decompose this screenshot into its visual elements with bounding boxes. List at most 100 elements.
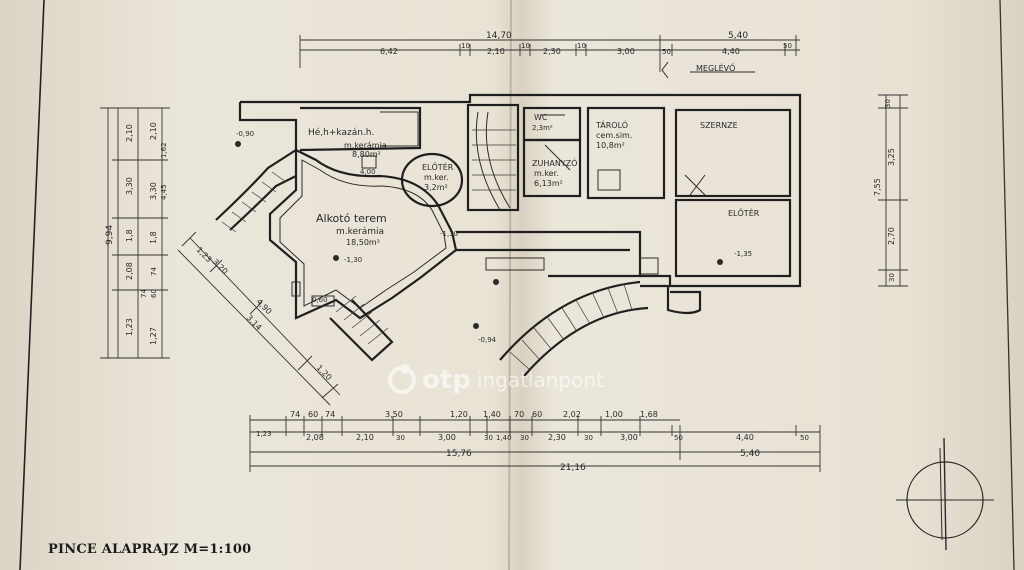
dim-left-inner: 74 [150, 267, 158, 276]
room-wc-name: WC [534, 113, 548, 122]
right-dimension-lines [878, 94, 908, 287]
room-shower-floor: m.ker. [534, 169, 559, 178]
dim-right: 3,25 [887, 148, 896, 166]
dim-left-outer: 1,8 [125, 229, 134, 242]
dim-left-outer: 2,08 [125, 262, 134, 280]
paper-fold [508, 0, 512, 570]
dim-bottom-1: 70 [514, 410, 524, 419]
bottom-dimension-ticks [285, 416, 797, 436]
room-existing-lobby-name: ELŐTÉR [728, 207, 760, 218]
room-boiler-area: 8,80m² [352, 150, 381, 159]
dim-bottom-2: 3,00 [620, 433, 638, 442]
building-walls [215, 93, 802, 377]
level-hall: -1,30 [344, 256, 362, 264]
level-mark [235, 141, 241, 147]
frame-line-left [19, 0, 45, 570]
level-mark [333, 255, 339, 261]
room-wc-area: 2,3m² [532, 124, 553, 132]
dim-bottom-2: 30 [584, 434, 593, 442]
room-hall-area: 18,50m² [346, 238, 380, 247]
north-arrow-icon [896, 437, 994, 551]
dim-bottom-2: 30 [520, 434, 529, 442]
dim-bottom-1: 60 [308, 410, 318, 419]
dim-bottom-1: 74 [290, 410, 300, 419]
dim-bottom-1: 2,02 [563, 410, 581, 419]
dim-top-seg: 50 [783, 42, 792, 50]
dim-diag: 3,20 [211, 257, 230, 276]
dim-right: 7,55 [873, 178, 882, 196]
room-existing-name: SZERNZE [700, 121, 738, 130]
dim-bottom-1: 1,40 [483, 410, 501, 419]
room-shower-name: ZUHANYZÓ [532, 157, 577, 168]
drawing-title: PINCE ALAPRAJZ M=1:100 [48, 542, 252, 557]
dim-bottom-2: 30 [396, 434, 405, 442]
brand-logo-icon [388, 364, 416, 394]
dim-top-seg: 2,30 [543, 47, 561, 56]
dim-bottom-1: 60 [532, 410, 542, 419]
dim-bottom-2: 3,00 [438, 433, 456, 442]
dim-bottom-2: 30 [484, 434, 493, 442]
dim-bottom-2: 4,40 [736, 433, 754, 442]
level-mark [473, 323, 479, 329]
dim-bottom-total-2: 5,40 [740, 449, 760, 459]
dim-top-seg: 2,10 [487, 47, 505, 56]
watermark-sub: ingatlanpont [476, 368, 604, 392]
dim-diag: 1,23 [195, 245, 214, 264]
dim-left-inner: 1,62 [160, 142, 168, 158]
dim-left-inner: 60 [150, 289, 158, 298]
label-existing: MEGLÉVŐ [696, 62, 735, 73]
dim-bottom-2: 50 [800, 434, 809, 442]
dim-bottom-2: 50 [674, 434, 683, 442]
level-right: -1,35 [734, 250, 752, 258]
dim-bottom-2: 2,10 [356, 433, 374, 442]
dim-diag: 1,20 [315, 363, 334, 382]
dim-bottom-1: 1,00 [605, 410, 623, 419]
dim-bottom-total-3: 21,16 [560, 463, 586, 473]
dim-top-seg: 3,00 [617, 47, 635, 56]
dim-right: 30 [884, 99, 892, 108]
frame-line-right [999, 0, 1015, 570]
room-hall-name: Alkotó terem [316, 212, 387, 225]
dim-right: 2,70 [887, 227, 896, 245]
bottom-dimension-lines [249, 415, 821, 472]
dim-left-inner: 74 [140, 289, 148, 298]
dim-left-inner: 2,10 [149, 122, 158, 140]
room-shower-area: 6,13m² [534, 179, 563, 188]
dim-bottom-2: 1,23 [256, 430, 272, 438]
dim-left-outer: 3,30 [125, 177, 134, 195]
dim-left-inner: 1,8 [149, 231, 158, 244]
room-storage-name: TÁROLÓ [595, 119, 628, 130]
room-lobby-name: ELŐTÉR [422, 161, 454, 172]
dim-left-inner: 3,30 [149, 182, 158, 200]
dim-bottom-total-1: 15,76 [446, 449, 472, 459]
room-hall-floor: m.kerámia [336, 227, 384, 237]
watermark: otp ingatlanpont [388, 362, 604, 398]
dim-top-total-1: 14,70 [486, 31, 512, 41]
room-lobby-floor: m.ker. [424, 173, 449, 182]
dim-bottom-2: 1,40 [496, 434, 512, 442]
dim-top-seg: 6,42 [380, 47, 398, 56]
door-label: 0,60 [312, 296, 328, 304]
level-bottom: -0,94 [478, 336, 497, 344]
level-mark [493, 279, 499, 285]
dim-bottom-1: 3,50 [385, 410, 403, 419]
diagonal-dimension-lines [177, 231, 341, 406]
dim-bottom-2: 2,08 [306, 433, 324, 442]
dim-left-inner: 4,45 [160, 184, 168, 200]
room-storage-floor: cem.sim. [596, 131, 632, 140]
dim-left-total: 9,94 [105, 225, 115, 245]
dim-top-seg: 50 [662, 48, 671, 56]
level-boiler: -0,90 [236, 130, 254, 138]
watermark-brand: otp [422, 365, 471, 395]
dim-bottom-1: 1,68 [640, 410, 658, 419]
dim-top-seg: 10 [461, 42, 470, 50]
dim-left-outer: 1,23 [125, 318, 134, 336]
top-dimension-lines [299, 35, 800, 72]
dim-right: 30 [888, 273, 896, 282]
room-boiler-name: Hé,h+kazán.h. [308, 127, 374, 138]
dim-bottom-1: 74 [325, 410, 335, 419]
dim-diag: 3,14 [245, 313, 264, 332]
room-storage-area: 10,8m² [596, 141, 625, 150]
